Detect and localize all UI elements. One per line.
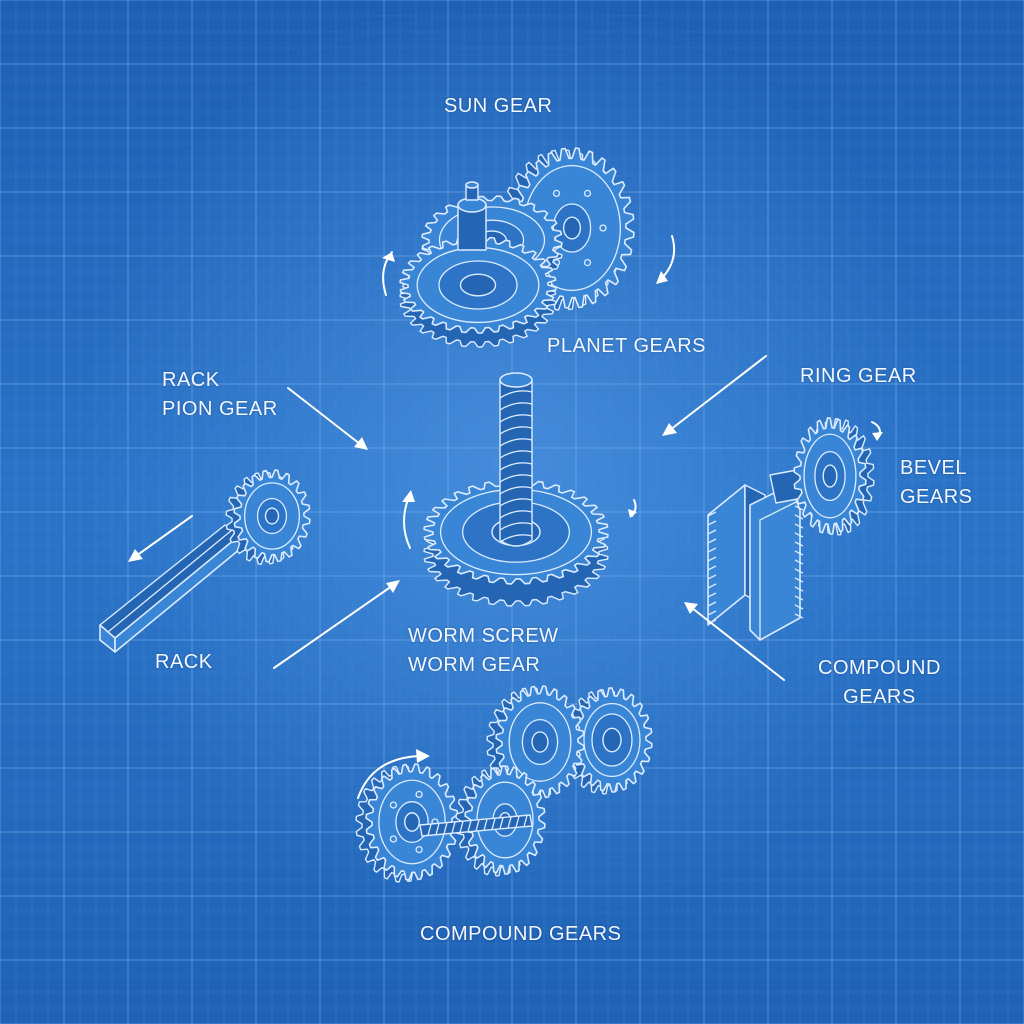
pointer-arrow-rack-pinion: [287, 387, 368, 450]
label-compound-right-line2: GEARS: [843, 686, 916, 708]
rotation-arrow-worm-left: [402, 490, 415, 549]
bevel-gears-drawing: [707, 417, 875, 641]
label-compound-gears-bottom: COMPOUND GEARS: [420, 923, 622, 945]
label-sun-gear: SUN GEAR: [444, 95, 553, 117]
label-rack-pinion-line2: PION GEAR: [162, 398, 278, 420]
label-bevel-line2: GEARS: [900, 486, 973, 508]
label-compound-right-line1: COMPOUND: [818, 657, 941, 679]
bevel-gear-wheel-drawing: [793, 417, 875, 536]
pinion-gear-drawing: [225, 469, 311, 565]
sun-gear-shaft-drawing: [457, 181, 487, 251]
worm-screw-drawing: [499, 372, 533, 547]
pointer-arrow-compound: [684, 602, 785, 681]
bevel-block-drawing: [707, 484, 804, 641]
rack-bar-drawing: [99, 524, 241, 653]
rotation-arrow-worm-right: [628, 499, 637, 518]
compound-gear-back-middle: [486, 685, 585, 801]
pointer-arrow-rack: [128, 515, 193, 562]
compound-gear-front-left: [355, 763, 459, 883]
label-rack-pinion-gear: RACK PION GEAR: [162, 366, 278, 424]
compound-gears-drawing: [355, 685, 653, 883]
label-bevel-gears: BEVEL GEARS: [900, 454, 973, 512]
rotation-arrow-bevel: [871, 421, 883, 441]
rotation-arrow-planet-right: [656, 235, 676, 284]
compound-shaft-threads: [427, 815, 528, 836]
rotation-arrow-compound: [357, 749, 430, 799]
rotation-arrows: [357, 235, 883, 799]
label-rack: RACK: [155, 651, 213, 673]
worm-screw-threads: [499, 390, 533, 543]
rack-and-pinion-drawing: [99, 469, 311, 653]
bevel-gear-wheel: [793, 417, 875, 536]
pointer-arrow-ring-gear: [662, 355, 767, 436]
compound-gear-back-right: [562, 687, 653, 795]
pointer-arrow-worm: [273, 580, 400, 669]
bevel-block-teeth: [707, 505, 804, 625]
sun-gear-drawing: [399, 195, 563, 348]
label-planet-gears: PLANET GEARS: [547, 335, 707, 357]
rotation-arrow-sun-left: [382, 251, 395, 296]
label-rack-pinion-line1: RACK: [162, 369, 220, 391]
sun-gear-lower: [399, 236, 557, 348]
planetary-gear-set-drawing: [399, 147, 635, 348]
compound-shaft-drawing: [419, 814, 533, 837]
label-worm-line1: WORM SCREW: [408, 625, 559, 647]
pinion-gear: [225, 469, 311, 565]
label-worm-line2: WORM GEAR: [408, 654, 541, 676]
label-worm: WORM SCREW WORM GEAR: [408, 622, 559, 680]
pointer-arrows: [128, 355, 785, 681]
label-bevel-line1: BEVEL: [900, 457, 967, 479]
label-compound-gears-right: COMPOUND GEARS: [818, 654, 941, 712]
label-ring-gear: RING GEAR: [800, 365, 917, 387]
